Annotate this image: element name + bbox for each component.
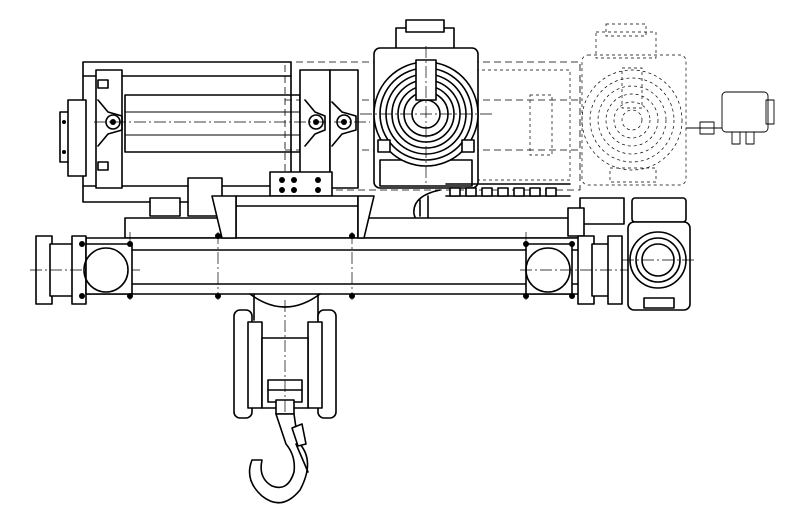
wire-rope-drum	[59, 61, 370, 217]
hook-block	[233, 293, 337, 424]
cable-drag-chain	[413, 183, 571, 224]
rail-wheel-left	[30, 235, 140, 305]
crane-hook	[248, 413, 309, 504]
hoist-motor	[360, 19, 492, 189]
rail-wheel-right	[520, 235, 630, 305]
trolley-frame	[85, 195, 625, 308]
travel-drive-motor	[622, 197, 696, 311]
